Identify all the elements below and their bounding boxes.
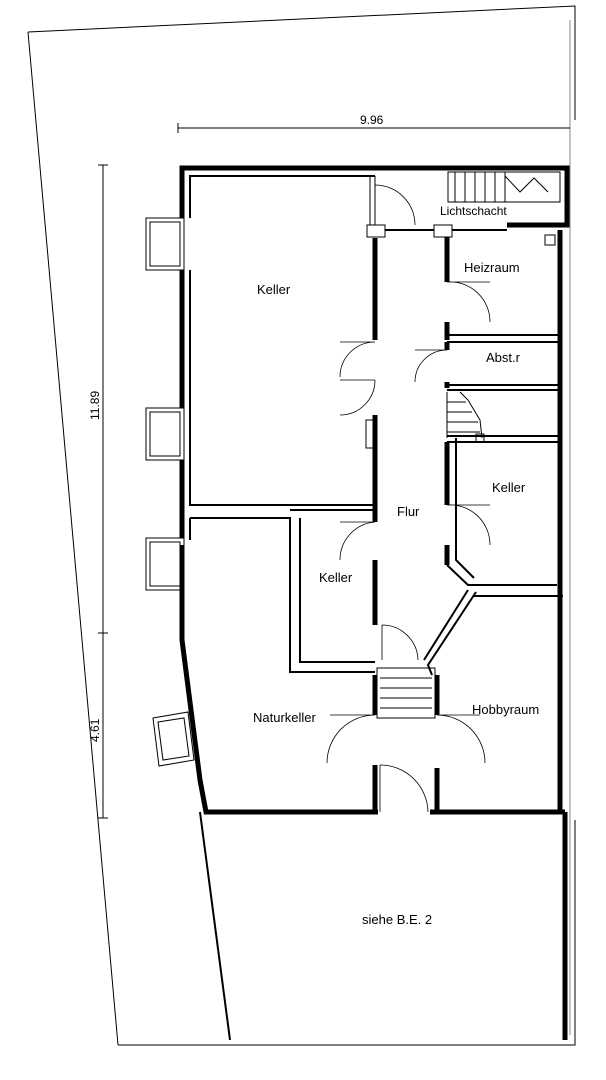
room-label-heizraum: Heizraum (464, 260, 520, 275)
windows-west (145, 217, 195, 767)
room-label-keller-mid: Keller (319, 570, 353, 585)
dimension-height-upper-label: 11.89 (88, 391, 102, 420)
room-label-abstr: Abst.r (486, 350, 521, 365)
outer-walls (179, 165, 570, 1041)
room-label-siehe: siehe B.E. 2 (362, 912, 432, 927)
room-label-naturkeller: Naturkeller (253, 710, 317, 725)
room-label-lichtschacht: Lichtschacht (440, 204, 507, 218)
dimension-height-lower-label: 4.61 (88, 718, 102, 742)
room-label-keller-e: Keller (492, 480, 526, 495)
doors (326, 184, 491, 813)
property-boundary (27, 5, 576, 1046)
dimension-width-label: 9.96 (360, 113, 384, 127)
dimension-lines (98, 123, 570, 819)
room-label-flur: Flur (397, 504, 420, 519)
stairs-top (454, 172, 549, 202)
interior-walls (189, 171, 563, 812)
room-label-keller-nw: Keller (257, 282, 291, 297)
room-label-hobbyraum: Hobbyraum (472, 702, 539, 717)
